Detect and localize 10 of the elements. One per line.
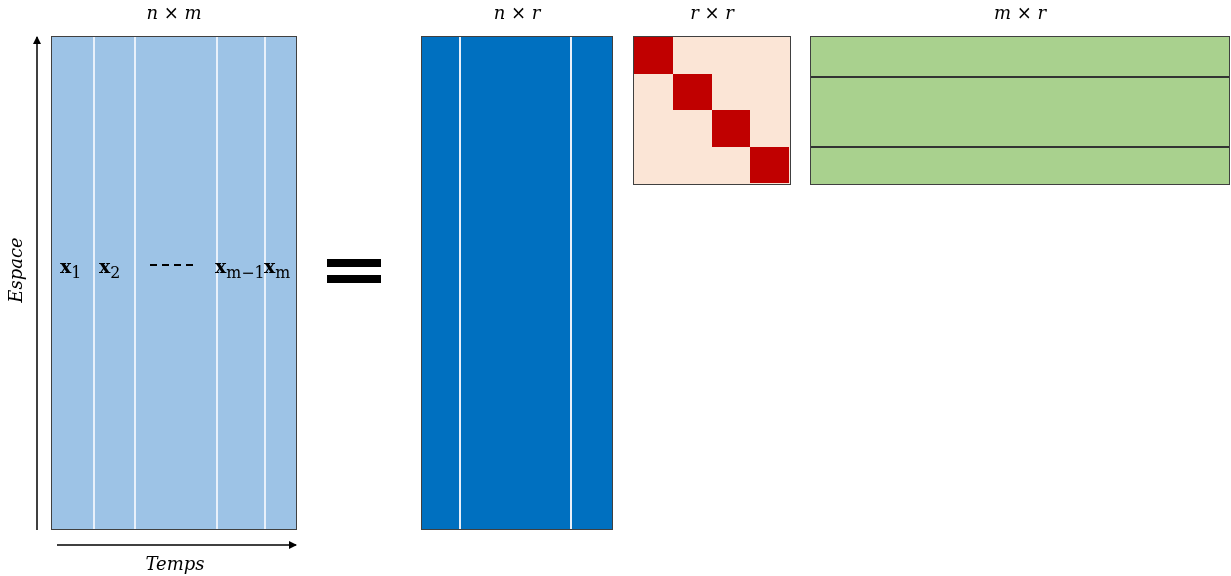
column-vector-label: x$_{1}$: [60, 255, 82, 282]
matrix-dimension: n × m: [146, 2, 202, 23]
matrix-dimension: n × r: [493, 2, 541, 23]
matrix-dimension: m × r: [993, 2, 1047, 23]
axis-label: Temps: [145, 552, 205, 574]
column-vector-label: x$_{m}$: [264, 255, 291, 282]
column-vector-label: x$_{2}$: [99, 255, 121, 282]
column-vector-label: x$_{m−1}$: [215, 255, 265, 282]
matrix-dimension: r × r: [690, 2, 734, 23]
axis-label: Espace: [4, 237, 26, 303]
